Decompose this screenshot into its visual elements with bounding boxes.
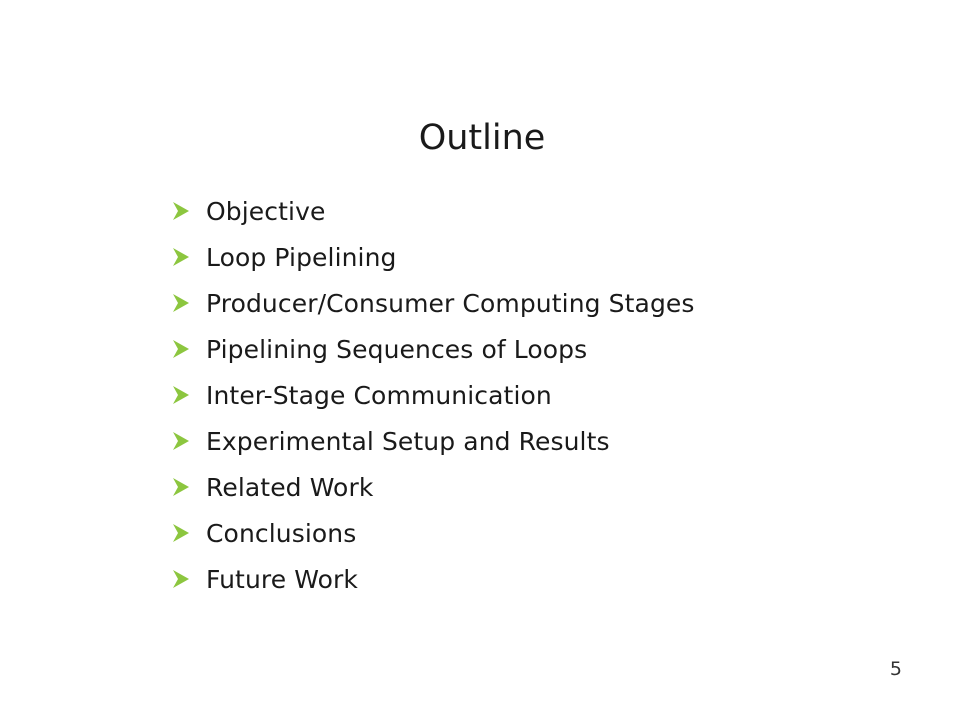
arrowhead-shape [173, 340, 189, 358]
arrowhead-shape [173, 202, 189, 220]
outline-item-label: Pipelining Sequences of Loops [206, 334, 588, 364]
arrowhead-shape [173, 248, 189, 266]
arrowhead-bullet-icon [172, 431, 206, 451]
outline-item: Conclusions [172, 510, 695, 556]
slide-title: Outline [418, 118, 546, 158]
arrowhead-shape [173, 570, 189, 588]
outline-item-label: Loop Pipelining [206, 242, 397, 272]
page-number: 5 [889, 658, 902, 680]
arrowhead-bullet-icon [172, 201, 206, 221]
arrowhead-bullet-icon [172, 523, 206, 543]
outline-item-label: Objective [206, 196, 326, 226]
outline-item: Inter-Stage Communication [172, 372, 695, 418]
outline-item: Loop Pipelining [172, 234, 695, 280]
arrowhead-shape [173, 432, 189, 450]
arrowhead-shape [173, 478, 189, 496]
outline-item: Related Work [172, 464, 695, 510]
outline-item: Future Work [172, 556, 695, 602]
arrowhead-shape [173, 524, 189, 542]
arrowhead-bullet-icon [172, 569, 206, 589]
outline-item: Producer/Consumer Computing Stages [172, 280, 695, 326]
arrowhead-shape [173, 386, 189, 404]
arrowhead-bullet-icon [172, 339, 206, 359]
outline-item-label: Experimental Setup and Results [206, 426, 610, 456]
outline-item-label: Producer/Consumer Computing Stages [206, 288, 695, 318]
arrowhead-shape [173, 294, 189, 312]
arrowhead-bullet-icon [172, 477, 206, 497]
outline-list: Objective Loop Pipelining Producer/Consu… [172, 188, 695, 602]
outline-item-label: Conclusions [206, 518, 357, 548]
outline-item-label: Future Work [206, 564, 358, 594]
arrowhead-bullet-icon [172, 247, 206, 267]
arrowhead-bullet-icon [172, 293, 206, 313]
outline-item: Pipelining Sequences of Loops [172, 326, 695, 372]
outline-item-label: Inter-Stage Communication [206, 380, 552, 410]
outline-item-label: Related Work [206, 472, 374, 502]
outline-item: Objective [172, 188, 695, 234]
outline-item: Experimental Setup and Results [172, 418, 695, 464]
arrowhead-bullet-icon [172, 385, 206, 405]
